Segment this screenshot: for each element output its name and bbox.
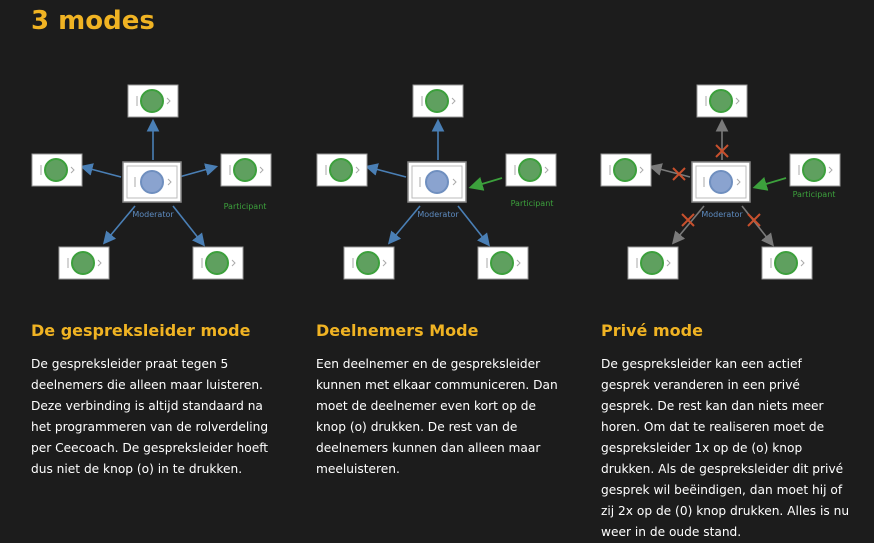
page-title: 3 modes: [31, 6, 155, 36]
moderator-label: Moderator: [701, 210, 743, 219]
text-participant-mode: Een deelnemer en de gespreksleider kunne…: [316, 357, 558, 476]
text-moderator-mode: De gespreksleider praat tegen 5 deelneme…: [31, 357, 269, 476]
participant-device-bottom-left: [58, 246, 110, 280]
participant-label: Participant: [511, 199, 554, 208]
moderator-device: [122, 161, 182, 203]
participant-device-left: [31, 153, 83, 187]
heading-participant-mode: Deelnemers Mode: [316, 321, 479, 340]
participant-label: Participant: [793, 190, 836, 199]
moderator-label: Moderator: [132, 210, 174, 219]
arrows: [79, 118, 219, 247]
private-mode-diagram: Moderator Participant: [600, 84, 841, 280]
participant-device-top: [127, 84, 179, 118]
participant-device-bottom-right: [192, 246, 244, 280]
text-private-mode: De gespreksleider kan een actief gesprek…: [601, 357, 850, 539]
heading-private-mode: Privé mode: [601, 321, 703, 340]
participant-label: Participant: [224, 202, 267, 211]
moderator-mode-diagram: Moderator Participant: [31, 84, 272, 280]
moderator-label: Moderator: [417, 210, 459, 219]
heading-moderator-mode: De gespreksleider mode: [31, 321, 251, 340]
blocked-cross-icons: [672, 144, 761, 227]
diagram-participant-mode: Moderator Participant: [312, 82, 572, 282]
participant-device-right: [220, 153, 272, 187]
diagram-moderator-mode: Moderator Participant: [27, 82, 287, 282]
diagram-private-mode: Moderator Participant: [596, 82, 856, 282]
participant-mode-diagram: Moderator Participant: [316, 84, 557, 280]
